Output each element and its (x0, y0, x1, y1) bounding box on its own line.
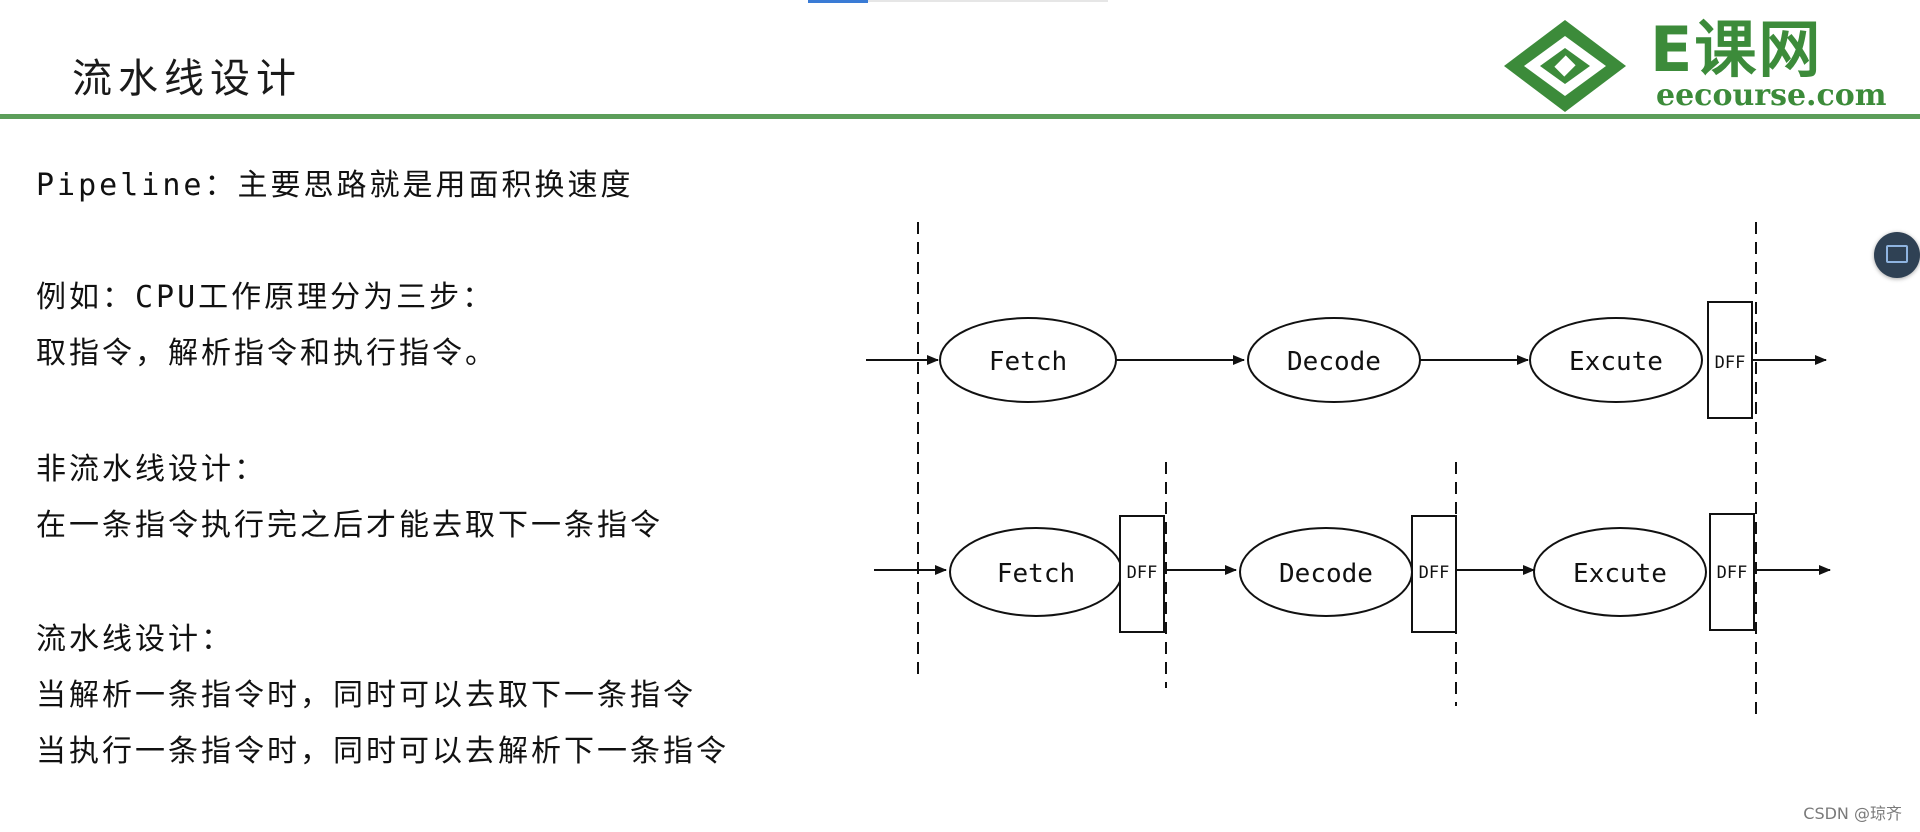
pipelined-fetch-label: Fetch (997, 559, 1075, 589)
eecourse-logo-mark (1504, 20, 1626, 112)
example-block: 例如：CPU工作原理分为三步： 取指令，解析指令和执行指令。 (36, 270, 498, 382)
pipeline-design-line-1: 当解析一条指令时，同时可以去取下一条指令 (36, 678, 696, 713)
logo-brand-name: E课网 (1650, 13, 1823, 86)
non-pipelined-fetch-label: Fetch (989, 347, 1067, 377)
pipelined-dff-label-2: DFF (1419, 563, 1450, 583)
pipelined-execute-stage (1533, 527, 1707, 617)
presentation-icon[interactable] (1874, 232, 1920, 278)
pipeline-definition: Pipeline：主要思路就是用面积换速度 (36, 158, 634, 214)
pipelined-dff-label-1: DFF (1127, 563, 1158, 583)
pipeline-definition-text: Pipeline：主要思路就是用面积换速度 (36, 168, 634, 203)
non-pipeline-heading: 非流水线设计： (36, 452, 267, 487)
pipeline-design-block: 流水线设计： 当解析一条指令时，同时可以去取下一条指令 当执行一条指令时，同时可… (36, 612, 729, 780)
csdn-watermark: CSDN @琼齐 (1803, 804, 1902, 823)
header-divider (0, 114, 1920, 119)
non-pipelined-execute-stage (1529, 317, 1703, 403)
non-pipeline-block: 非流水线设计： 在一条指令执行完之后才能去取下一条指令 (36, 442, 663, 554)
pipeline-design-heading: 流水线设计： (36, 622, 234, 657)
pipelined-dff-register-1 (1119, 515, 1165, 633)
non-pipelined-dff-label: DFF (1715, 353, 1746, 373)
example-line-1: 例如：CPU工作原理分为三步： (36, 280, 496, 315)
non-pipelined-execute-label: Excute (1569, 347, 1663, 377)
presentation-icon-glyph (1886, 245, 1908, 263)
top-tab-indicator (808, 0, 868, 3)
pipelined-dff-register-2 (1411, 515, 1457, 633)
non-pipeline-text: 在一条指令执行完之后才能去取下一条指令 (36, 508, 663, 543)
pipelined-dff-register-3 (1709, 513, 1755, 631)
logo-url: eecourse.com (1656, 78, 1887, 113)
top-tab-track (868, 0, 1108, 2)
non-pipelined-decode-label: Decode (1287, 347, 1381, 377)
pipelined-dff-label-3: DFF (1717, 563, 1748, 583)
pipeline-design-line-2: 当执行一条指令时，同时可以去解析下一条指令 (36, 734, 729, 769)
pipelined-decode-label: Decode (1279, 559, 1373, 589)
slide-title: 流水线设计 (72, 56, 302, 102)
pipelined-execute-label: Excute (1573, 559, 1667, 589)
example-line-2: 取指令，解析指令和执行指令。 (36, 336, 498, 371)
eecourse-logo: E课网 eecourse.com (1500, 14, 1900, 114)
